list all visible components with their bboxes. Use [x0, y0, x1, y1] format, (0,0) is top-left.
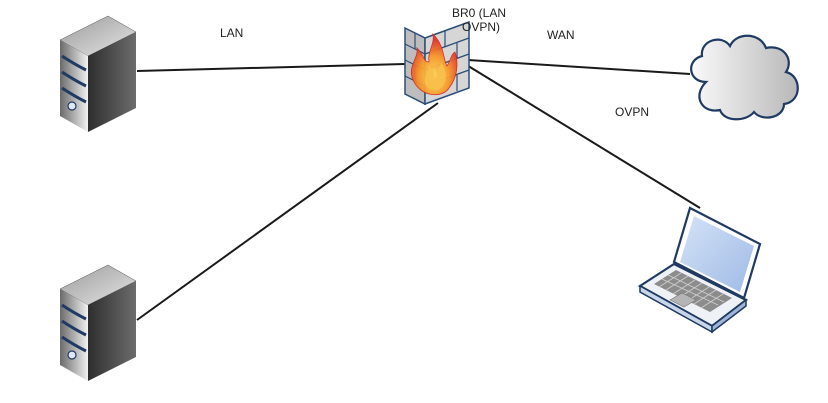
labels: LAN BR0 (LAN OVPN) WAN OVPN [220, 6, 649, 119]
ovpn-link-line [464, 63, 701, 209]
lan-link-line [136, 63, 406, 72]
server-icon [59, 15, 137, 132]
connections [136, 59, 701, 321]
laptop-icon [637, 206, 762, 334]
server-icon [59, 264, 137, 381]
br0-label-line1: BR0 (LAN [452, 6, 506, 20]
wan-link-line [467, 59, 691, 75]
br0-label-line2: OVPN) [462, 20, 500, 34]
server-bottom-link-line [136, 102, 439, 321]
firewall-icon [404, 20, 470, 106]
ovpn-label: OVPN [615, 105, 649, 119]
wan-label: WAN [547, 28, 575, 42]
lan-label: LAN [220, 26, 243, 40]
cloud-icon [690, 34, 799, 121]
